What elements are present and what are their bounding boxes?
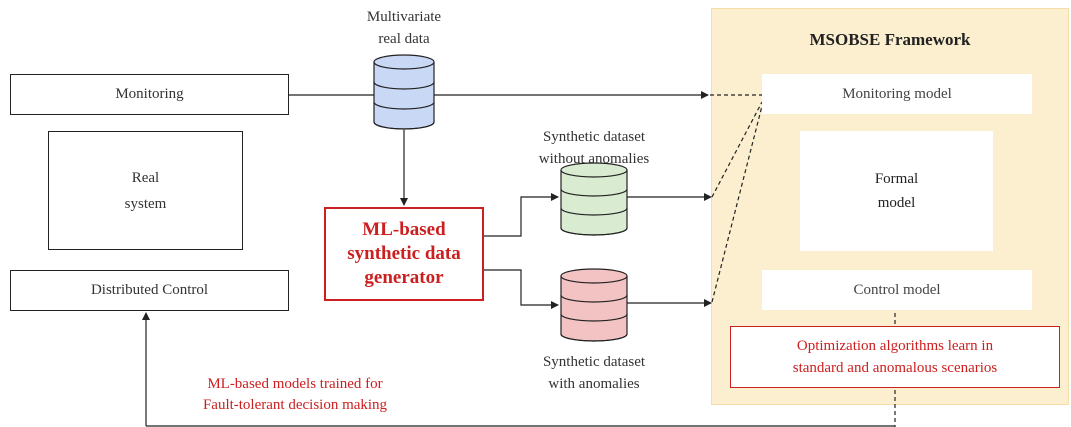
monitoring-box: Monitoring: [10, 74, 289, 115]
distributed-control-box: Distributed Control: [10, 270, 289, 311]
multivariate-database-icon: [373, 54, 435, 130]
real-system-box: Real system: [48, 131, 243, 250]
synthetic-data-generator: ML-based synthetic data generator: [324, 207, 484, 301]
framework-title: MSOBSE Framework: [809, 30, 971, 49]
edge-generator-to-with-anomalies: [484, 269, 559, 309]
feedback-label: ML-based models trained for Fault-tolera…: [150, 374, 440, 416]
no-anomalies-label: Synthetic dataset without anomalies: [538, 129, 650, 167]
optimization-algorithms-box: Optimization algorithms learn in standar…: [730, 326, 1060, 388]
multivariate-data-label: Multivariate real data: [366, 9, 442, 47]
edge-generator-to-no-anomalies: [484, 193, 559, 237]
no-anomalies-database-icon: [560, 162, 628, 236]
monitoring-model-box: Monitoring model: [762, 74, 1032, 114]
formal-model-box: Formal model: [800, 131, 993, 251]
with-anomalies-database-icon: [560, 268, 628, 342]
with-anomalies-label: Synthetic dataset with anomalies: [542, 354, 646, 392]
edge-dashed-red: [711, 105, 763, 303]
control-model-box: Control model: [762, 270, 1032, 310]
edge-dashed-green: [711, 101, 763, 198]
